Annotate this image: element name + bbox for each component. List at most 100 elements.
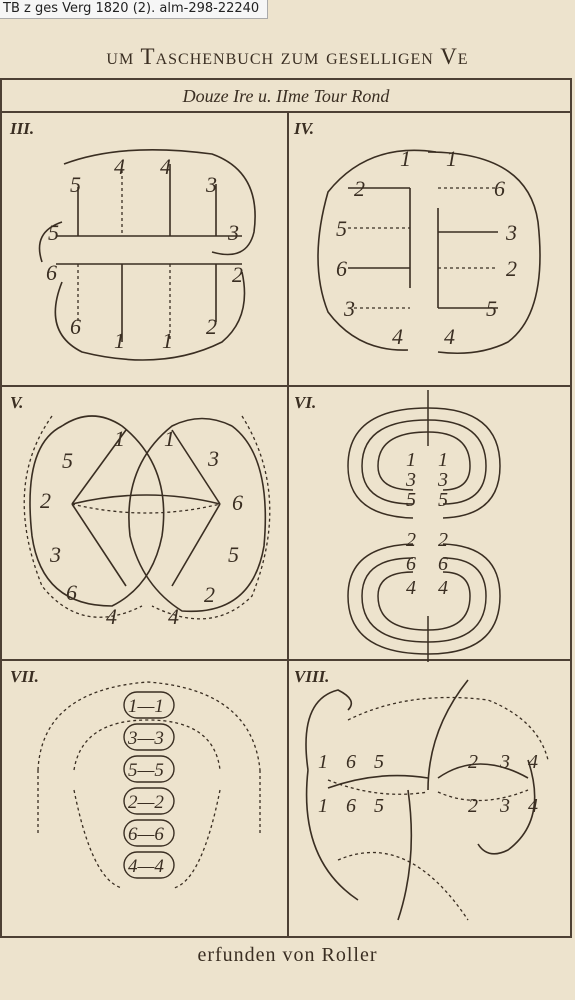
couple-loop: [123, 819, 175, 847]
dance-path: [427, 679, 469, 791]
dancer-label: 6: [46, 260, 57, 285]
dancer-label: 1: [400, 146, 411, 171]
dance-path: [427, 571, 471, 631]
dancer-label: 3: [343, 296, 355, 321]
page-header: um Taschenbuch zum geselligen Ve: [106, 44, 469, 69]
dance-path: [377, 571, 429, 631]
dance-path: [427, 431, 471, 491]
dance-path: [427, 543, 501, 655]
dance-path: [305, 769, 359, 901]
dance-path: [54, 271, 246, 361]
dance-path: [427, 151, 541, 355]
dancer-label: 3: [205, 172, 217, 197]
dancer-label: 2: [204, 582, 215, 607]
panel-4-roman: IV.: [293, 119, 314, 138]
dancer-label: 4: [160, 154, 171, 179]
grid-lines: [2, 111, 570, 936]
plate-subtitle: Douze Ire u. IIme Tour Rond: [182, 86, 390, 106]
dancer-label: 2: [40, 488, 51, 513]
dancer-label: 2: [406, 529, 416, 551]
dance-path: [377, 431, 429, 491]
dance-path: [427, 407, 501, 519]
dancer-label: 6: [66, 580, 77, 605]
dancer-label: 6: [346, 751, 356, 773]
dance-path: [38, 221, 63, 263]
dancer-label: 1: [318, 751, 328, 773]
dance-path: [71, 494, 221, 505]
dance-dotted-path: [73, 789, 123, 889]
couple-loop: [123, 691, 175, 719]
dancer-label: 5: [70, 172, 81, 197]
dancer-label: 5: [228, 542, 239, 567]
couple-label: 4—4: [128, 856, 164, 877]
dancer-label: 2: [468, 795, 478, 817]
dancer-label: 6: [494, 176, 505, 201]
dancer-label: 6: [70, 314, 81, 339]
couple-loop: [123, 723, 175, 751]
dance-line: [71, 429, 127, 505]
dancer-label: 4: [106, 604, 117, 629]
panel-6: VI. 1: [294, 390, 501, 662]
couple-label: 3—3: [127, 728, 164, 749]
dance-path: [128, 417, 267, 613]
dance-dotted-path: [71, 503, 221, 514]
dance-figures: III.: [2, 111, 570, 936]
dancer-label: 5: [62, 448, 73, 473]
panel-8-roman: VIII.: [294, 667, 329, 686]
dance-dotted-path: [173, 789, 221, 889]
dancer-label: 2: [506, 256, 517, 281]
dance-path: [477, 759, 536, 855]
dance-line: [171, 503, 221, 587]
dancer-label: 1: [162, 328, 173, 353]
couple-loop: [123, 787, 175, 815]
dance-dotted-path: [337, 852, 469, 921]
panel-5-roman: V.: [10, 393, 23, 412]
dancer-label: 5: [374, 751, 384, 773]
dance-dotted-path: [437, 789, 529, 802]
dancer-label: 2: [232, 262, 243, 287]
dancer-label: 1: [406, 449, 416, 471]
dance-dotted-path: [347, 696, 549, 761]
dancer-label: 6: [406, 553, 416, 575]
dance-dotted-path: [327, 779, 429, 795]
dancer-label: 2: [206, 314, 217, 339]
dancer-label: 3: [405, 469, 416, 491]
dancer-label: 4: [528, 751, 538, 773]
panel-3-roman: III.: [9, 119, 34, 138]
dancer-label: 3: [499, 751, 510, 773]
dancer-label: 3: [505, 220, 517, 245]
dancer-label: 1: [318, 795, 328, 817]
dancer-label: 4: [406, 577, 416, 599]
dancer-label: 4: [528, 795, 538, 817]
dancer-label: 5: [438, 489, 448, 511]
dancer-label: 2: [438, 529, 448, 551]
dancer-label: 4: [392, 324, 403, 349]
dance-path: [427, 557, 487, 643]
dance-path: [437, 763, 529, 779]
dancer-label: 5: [336, 216, 347, 241]
dance-path: [427, 419, 487, 505]
dancer-label: 5: [48, 220, 59, 245]
dancer-label: 5: [406, 489, 416, 511]
dance-path: [317, 149, 437, 351]
dance-dotted-path: [37, 681, 261, 771]
dancer-label: 2: [468, 751, 478, 773]
dancer-label: 6: [336, 256, 347, 281]
couple-loop: [123, 851, 175, 879]
dance-path: [347, 407, 429, 519]
dance-path: [29, 415, 165, 607]
couple-loop: [123, 755, 175, 783]
dance-path: [305, 689, 353, 771]
dancer-label: 2: [354, 176, 365, 201]
plate-footer: erfunden von Roller: [197, 944, 378, 966]
dancer-label: 4: [114, 154, 125, 179]
dance-path: [347, 543, 429, 655]
dance-path: [361, 557, 429, 643]
dancer-label: 1: [114, 426, 125, 451]
image-id-tag: TB z ges Verg 1820 (2). alm-298-22240: [0, 0, 269, 19]
dance-dotted-path: [151, 415, 271, 620]
panel-3: III.: [9, 119, 256, 361]
dance-line: [71, 503, 127, 587]
dancer-label: 3: [49, 542, 61, 567]
